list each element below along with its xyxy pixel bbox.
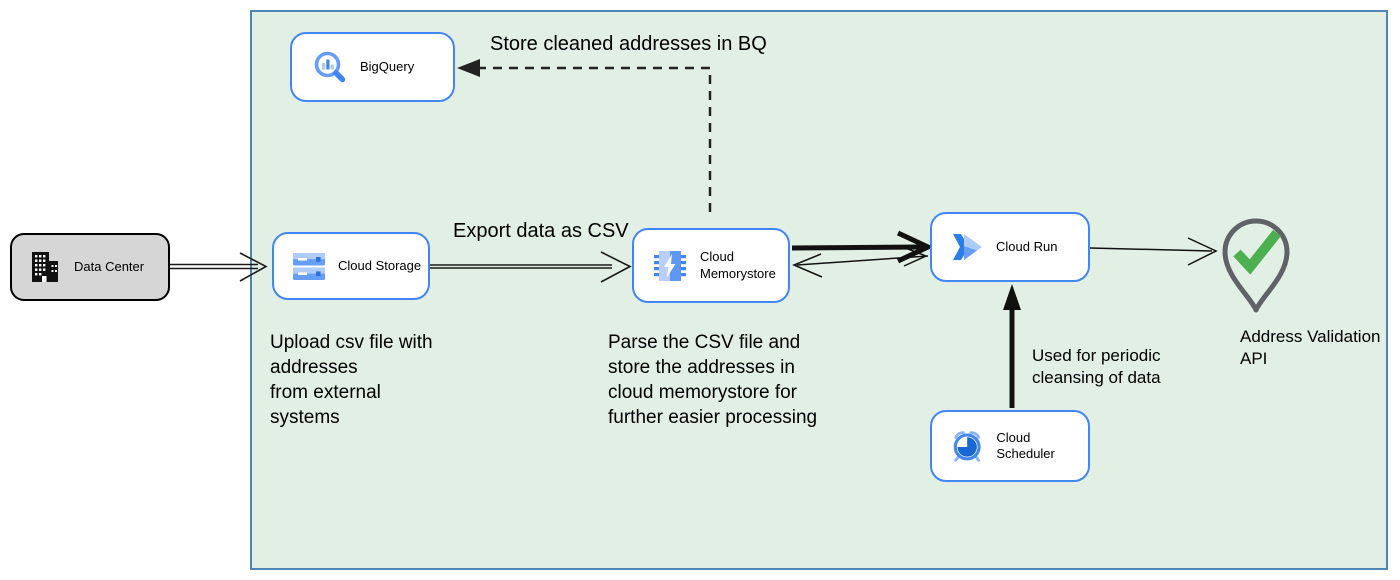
- arrow-run-to-memorystore: [792, 246, 929, 278]
- note-upload-csv: Upload csv file with addresses from exte…: [270, 332, 433, 428]
- node-label: Cloud Scheduler: [996, 429, 1055, 461]
- label-address-validation-api: Address Validation API: [1240, 327, 1381, 368]
- address-validation-pin[interactable]: [1220, 212, 1292, 316]
- node-data-center[interactable]: Data Center: [10, 233, 170, 301]
- cloud-scheduler-icon: [953, 431, 981, 462]
- arrow-memorystore-to-bigquery-dashed: [457, 59, 712, 212]
- note-scheduler-purpose: Used for periodic cleansing of data: [1032, 346, 1161, 387]
- node-cloud-scheduler[interactable]: Cloud Scheduler: [930, 410, 1090, 482]
- node-cloud-run[interactable]: Cloud Run: [930, 212, 1090, 282]
- node-label: Cloud Storage: [338, 257, 422, 273]
- cloud-storage-icon: [293, 252, 325, 280]
- arrow-storage-to-memorystore: [430, 251, 632, 283]
- map-pin-check-icon: [1222, 218, 1290, 313]
- node-cloud-storage[interactable]: Cloud Storage: [272, 232, 430, 300]
- label-export-csv: Export data as CSV: [453, 220, 629, 242]
- arrow-memorystore-to-run: [791, 230, 934, 264]
- node-label: Cloud Run: [996, 238, 1058, 254]
- label-store-in-bq: Store cleaned addresses in BQ: [490, 33, 767, 55]
- node-cloud-memorystore[interactable]: Cloud Memorystore: [632, 228, 790, 303]
- data-center-icon: [32, 252, 58, 282]
- bigquery-icon: [314, 51, 346, 83]
- arrow-run-to-validation: [1089, 237, 1218, 266]
- note-parse-csv: Parse the CSV file and store the address…: [608, 332, 818, 428]
- node-label: BigQuery: [360, 58, 415, 74]
- node-label: Cloud Memorystore: [700, 249, 776, 281]
- gcp-boundary: [250, 10, 1388, 570]
- node-bigquery[interactable]: BigQuery: [290, 32, 455, 102]
- arrow-scheduler-to-run: [1003, 284, 1021, 408]
- node-label: Data Center: [74, 258, 145, 274]
- cloud-run-icon: [953, 234, 982, 260]
- arrow-datacenter-to-storage: [170, 252, 268, 282]
- cloud-memorystore-icon: [654, 250, 686, 281]
